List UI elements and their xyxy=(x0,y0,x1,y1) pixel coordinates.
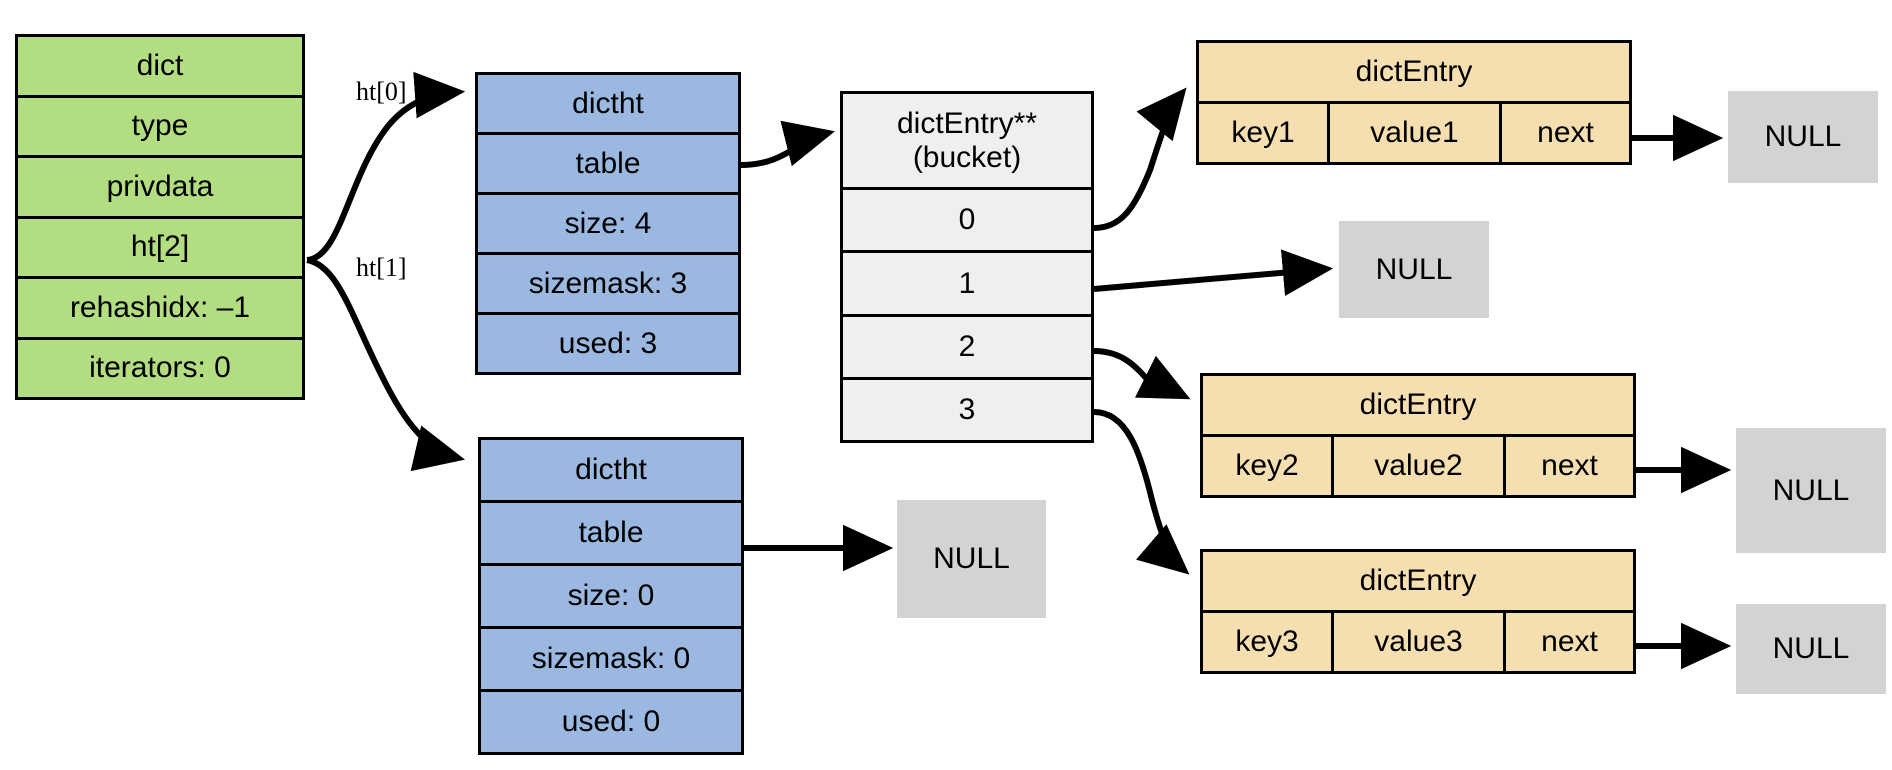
dictht0-row-sizemask: sizemask: 3 xyxy=(478,255,738,315)
edge-bucket1-to-null xyxy=(1093,249,1334,297)
dictht1-row-size: size: 0 xyxy=(481,566,741,629)
edge-bucket0-to-entry1 xyxy=(1093,87,1187,231)
dict-row-iterators: iterators: 0 xyxy=(18,339,302,397)
dict-row-ht: ht[2] xyxy=(18,218,302,279)
dictentry-2-node: dictEntry key2 value2 next xyxy=(1200,373,1636,498)
dictentry-2-next: next xyxy=(1506,437,1633,495)
null-entry2-next: NULL xyxy=(1736,428,1886,553)
edge-bucket2-to-entry2 xyxy=(1093,348,1191,400)
dict-row-title: dict xyxy=(18,37,302,98)
dictentry-1-value: value1 xyxy=(1330,104,1502,162)
dictht1-row-table: table xyxy=(481,503,741,566)
dictht1-node: dictht table size: 0 sizemask: 0 used: 0 xyxy=(478,437,744,755)
null-bucket1: NULL xyxy=(1339,221,1489,318)
edge-dict-to-dictht0 xyxy=(306,71,466,263)
bucket-slot-3: 3 xyxy=(843,379,1091,440)
dictentry-3-value: value3 xyxy=(1334,613,1506,671)
dictentry-3-header: dictEntry xyxy=(1203,552,1633,613)
dict-row-type: type xyxy=(18,97,302,158)
dict-struct-node: dict type privdata ht[2] rehashidx: –1 i… xyxy=(15,34,305,400)
dictht1-row-used: used: 0 xyxy=(481,692,741,752)
dict-row-privdata: privdata xyxy=(18,158,302,219)
dictht1-row-sizemask: sizemask: 0 xyxy=(481,629,741,692)
dictentry-1-next: next xyxy=(1502,104,1629,162)
dictht0-row-table: table xyxy=(478,135,738,195)
null-entry1-next: NULL xyxy=(1728,91,1878,183)
edge-label-ht0: ht[0] xyxy=(356,77,407,106)
dictht0-node: dictht table size: 4 sizemask: 3 used: 3 xyxy=(475,72,741,375)
bucket-header: dictEntry** (bucket) xyxy=(843,94,1091,190)
dictentry-3-node: dictEntry key3 value3 next xyxy=(1200,549,1636,674)
dictentry-3-fields: key3 value3 next xyxy=(1203,613,1633,671)
dictht0-row-used: used: 3 xyxy=(478,315,738,372)
bucket-slot-2: 2 xyxy=(843,316,1091,380)
dictentry-1-header: dictEntry xyxy=(1199,43,1629,104)
dict-row-rehashidx: rehashidx: –1 xyxy=(18,279,302,340)
edge-label-ht1: ht[1] xyxy=(356,253,407,282)
bucket-slot-0: 0 xyxy=(843,190,1091,254)
null-entry3-next: NULL xyxy=(1736,604,1886,694)
dictentry-2-fields: key2 value2 next xyxy=(1203,437,1633,495)
dictentry-1-node: dictEntry key1 value1 next xyxy=(1196,40,1632,165)
dictentry-3-next: next xyxy=(1506,613,1633,671)
bucket-array-node: dictEntry** (bucket) 0 1 2 3 xyxy=(840,91,1094,443)
dictentry-1-key: key1 xyxy=(1199,104,1330,162)
edge-dictht0-table-to-bucket xyxy=(740,120,835,168)
dictentry-3-key: key3 xyxy=(1203,613,1334,671)
dictht1-row-title: dictht xyxy=(481,440,741,503)
dictht0-row-title: dictht xyxy=(478,75,738,135)
dictentry-1-fields: key1 value1 next xyxy=(1199,104,1629,162)
dictentry-2-key: key2 xyxy=(1203,437,1334,495)
edge-dict-to-dictht1 xyxy=(306,257,466,472)
dictentry-2-header: dictEntry xyxy=(1203,376,1633,437)
dictht0-row-size: size: 4 xyxy=(478,195,738,255)
bucket-slot-1: 1 xyxy=(843,253,1091,317)
edge-bucket3-to-entry3 xyxy=(1093,409,1190,575)
dictentry-2-value: value2 xyxy=(1334,437,1506,495)
null-dictht1-table: NULL xyxy=(897,500,1046,618)
